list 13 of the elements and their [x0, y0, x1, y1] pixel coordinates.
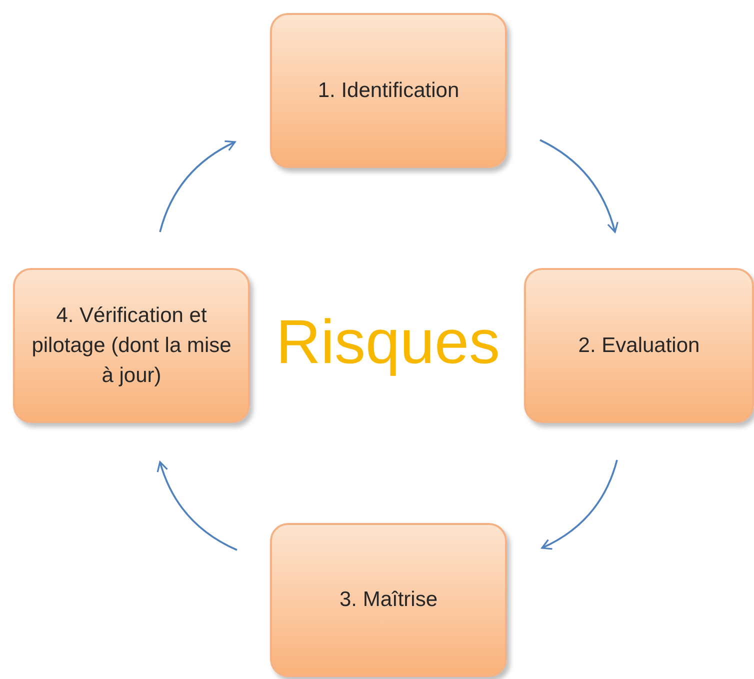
- curved-arrow: [540, 139, 618, 233]
- box-label: 2. Evaluation: [578, 332, 700, 358]
- center-title: Risques: [275, 307, 501, 379]
- box-label: 4. Vérification et pilotage (dont la mise à jour): [31, 302, 232, 388]
- curved-arrow: [157, 461, 238, 551]
- curved-arrow: [159, 140, 236, 232]
- process-box: [524, 268, 754, 423]
- process-box: [13, 268, 250, 423]
- process-box: [270, 13, 507, 168]
- box-label: 3. Maîtrise: [339, 587, 438, 613]
- process-box: [270, 523, 507, 677]
- box-label: 1. Identification: [318, 78, 460, 104]
- curved-arrow: [541, 460, 618, 550]
